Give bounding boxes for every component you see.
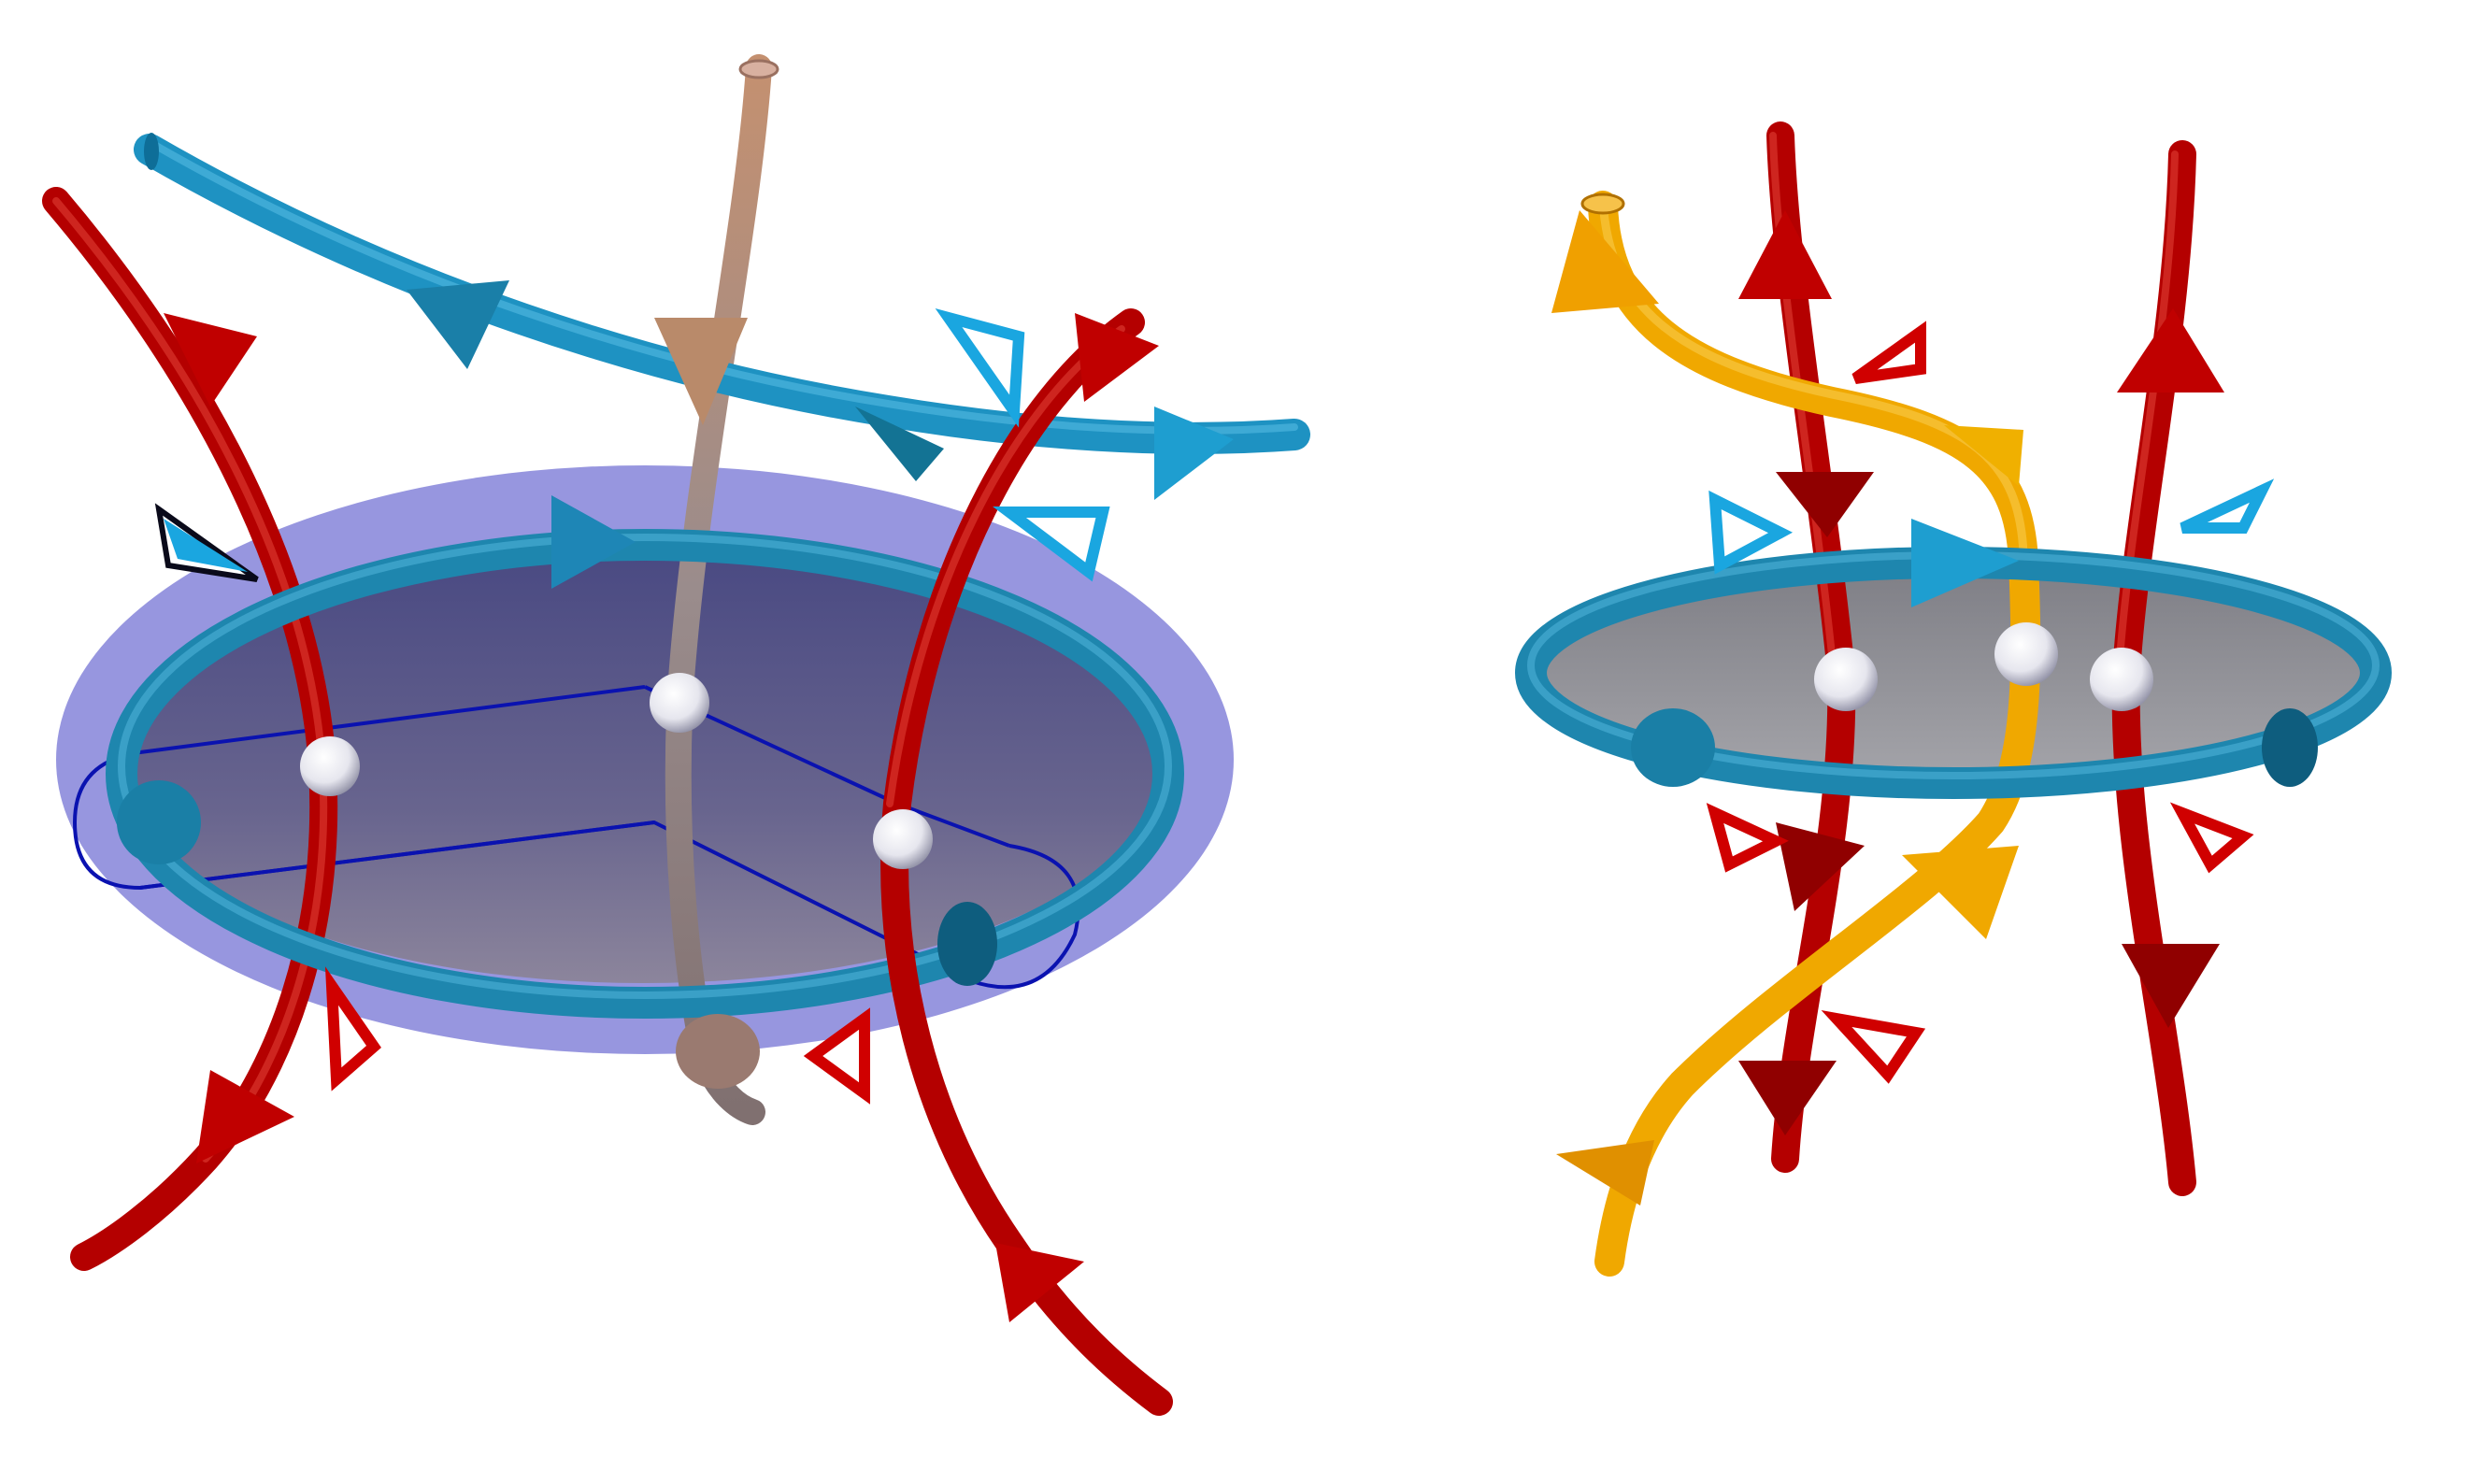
arrow-cone-icon	[1075, 313, 1159, 402]
hollow-triangle-icon	[1706, 803, 1789, 873]
arrow-cone-icon	[1738, 210, 1832, 299]
hollow-triangle-icon	[154, 503, 259, 582]
arrow-cone-icon	[1776, 822, 1865, 911]
arrow-cone-icon	[2262, 708, 2318, 787]
arrow-cone-icon	[1776, 472, 1874, 537]
arrow-cone-icon	[654, 318, 748, 425]
right-panel	[1515, 121, 2392, 1277]
hollow-triangle-icon	[1821, 1010, 1926, 1084]
arrow-cone-icon	[855, 407, 944, 481]
arrow-cone-icon	[551, 495, 636, 589]
hollow-triangle-icon	[803, 1007, 870, 1105]
arrow-cone-icon	[164, 313, 257, 407]
blue-loop-left-highlight	[118, 534, 1172, 999]
arrow-cone-icon	[937, 902, 997, 986]
hollow-triangle-icon	[1708, 490, 1794, 575]
yellow-strand-end	[1580, 193, 1625, 215]
hollow-triangle-icon	[1851, 321, 1926, 384]
hollow-triangle-icon	[324, 966, 381, 1092]
blue-strand-top-end	[144, 133, 159, 170]
yellow-strand	[1588, 191, 2041, 1277]
junction-sphere-icon	[2090, 648, 2153, 711]
arrow-cone-icon	[117, 780, 201, 864]
arrow-cone-icon	[1556, 1140, 1654, 1206]
hollow-triangle-icon	[2169, 802, 2254, 874]
arrow-cone-icon	[1551, 210, 1659, 313]
hollow-triangle-icon	[993, 507, 1110, 582]
junction-sphere-icon	[300, 736, 360, 796]
junction-sphere-icon	[1814, 648, 1878, 711]
arrow-cone-icon	[196, 1070, 294, 1163]
left-panel	[42, 54, 1310, 1416]
red-strand-left-highlight	[52, 197, 328, 1163]
red-strand-right-highlight	[886, 325, 1125, 807]
blue-loop-left	[106, 529, 1184, 1019]
arrow-cone-icon	[995, 1243, 1084, 1322]
inner-disk-right	[1537, 565, 2369, 780]
arrow-cone-icon	[2122, 944, 2220, 1028]
arrow-cone-icon	[1154, 407, 1234, 500]
junction-sphere-icon	[650, 673, 709, 733]
hollow-triangle-icon	[164, 519, 248, 572]
arrow-cone-icon	[1738, 1061, 1837, 1135]
junction-sphere-icon	[873, 809, 933, 869]
arrow-cone-icon	[2117, 308, 2224, 392]
hollow-triangle-icon	[2180, 478, 2275, 534]
arrow-cone-icon	[1911, 519, 2019, 607]
arrow-cone-icon	[1631, 708, 1715, 787]
tan-strand-end	[738, 59, 779, 79]
hollow-triangle-icon	[935, 307, 1025, 428]
arrow-cone-icon	[1902, 846, 2019, 939]
red-strand-left	[42, 187, 338, 1271]
junction-sphere-icon	[1994, 622, 2058, 686]
red-strand-col2-highlight	[2115, 150, 2179, 677]
blue-strand-top-highlight	[146, 138, 1298, 435]
blue-strand-top	[134, 134, 1310, 454]
arrow-cone-icon	[676, 1014, 760, 1089]
arrow-cone-icon	[1944, 425, 2023, 486]
arrow-cone-icon	[407, 280, 509, 369]
red-strand-right	[880, 308, 1173, 1416]
